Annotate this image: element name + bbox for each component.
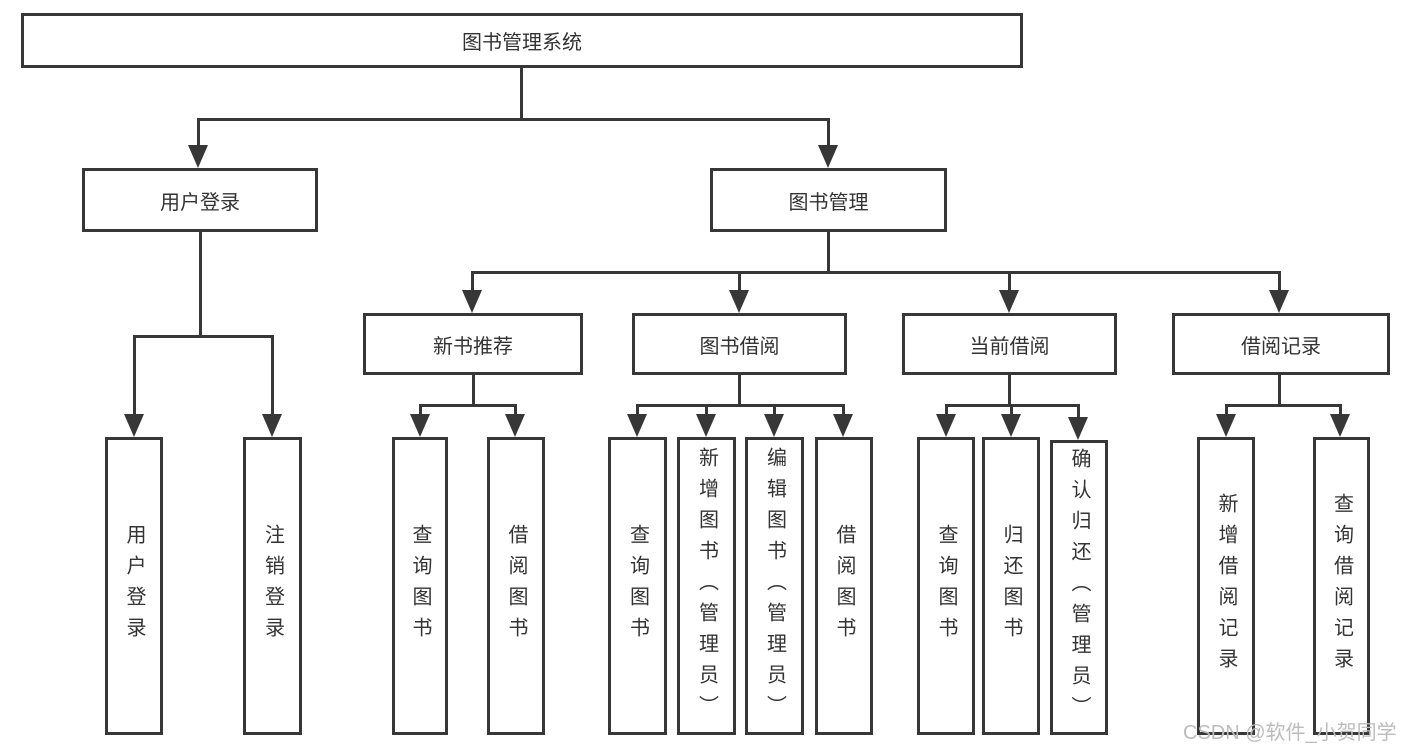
leaf-newbooks-borrow-label: 借阅图书 (505, 524, 527, 648)
node-root: 图书管理系统 (21, 13, 1023, 68)
leaf-user-login: 用户登录 (105, 437, 163, 735)
leaf-current-confirm-admin: 确认归还（管理员） (1050, 440, 1108, 735)
leaf-borrow-borrow-label: 借阅图书 (833, 524, 855, 648)
node-current-borrow: 当前借阅 (902, 313, 1117, 375)
connector-drop-br-query (1339, 404, 1342, 416)
node-book-borrow-label: 图书借阅 (699, 335, 780, 358)
connector-drop-br-add (1225, 404, 1228, 416)
node-new-books-label: 新书推荐 (433, 335, 513, 358)
leaf-borrow-edit-admin-label: 编辑图书（管理员） (763, 446, 786, 726)
leaf-borrow-borrow: 借阅图书 (815, 437, 873, 735)
connector-bookmgmt-stem (827, 232, 830, 274)
leaf-borrow-query: 查询图书 (608, 437, 667, 735)
leaf-current-query-label: 查询图书 (935, 524, 957, 648)
connector-root-stem (520, 68, 523, 121)
node-user-login-label: 用户登录 (160, 191, 240, 214)
node-root-label: 图书管理系统 (462, 32, 582, 54)
connector-drop-bb-query (636, 404, 639, 416)
arrowhead-borrow-records (1269, 290, 1289, 313)
leaf-borrow-query-label: 查询图书 (626, 524, 649, 648)
arrowhead-bb-query (627, 414, 647, 437)
leaf-borrow-add-admin: 新增图书（管理员） (677, 437, 736, 735)
connector-newbooks-stem (472, 375, 475, 407)
connector-level2-rail (197, 118, 830, 121)
leaf-borrow-add-admin-label: 新增图书（管理员） (695, 446, 718, 726)
arrowhead-current-borrow (999, 290, 1019, 313)
leaf-newbooks-query: 查询图书 (392, 437, 448, 735)
connector-currentborrow-stem (1008, 375, 1011, 407)
connector-borrowrecords-stem (1278, 375, 1281, 407)
arrowhead-new-books (462, 290, 482, 313)
connector-bookborrow-rail (636, 404, 845, 407)
connector-userlogin-rail (133, 335, 274, 338)
arrowhead-br-add (1216, 414, 1236, 437)
connector-drop-nb-query (419, 404, 422, 416)
connector-drop-user-login (197, 118, 200, 148)
leaf-newbooks-borrow: 借阅图书 (487, 437, 545, 735)
leaf-current-confirm-admin-label: 确认归还（管理员） (1068, 448, 1090, 727)
connector-drop-leaf-logout (271, 335, 274, 415)
node-new-books: 新书推荐 (363, 313, 583, 375)
leaf-current-query: 查询图书 (917, 437, 975, 735)
node-user-login: 用户登录 (82, 168, 318, 232)
arrowhead-cb-query (936, 414, 956, 437)
node-borrow-records: 借阅记录 (1172, 313, 1390, 375)
connector-drop-cb-return (1010, 404, 1013, 416)
connector-drop-nb-borrow (514, 404, 517, 416)
leaf-records-add: 新增借阅记录 (1197, 437, 1255, 735)
leaf-logout-label: 注销登录 (261, 524, 284, 648)
arrowhead-nb-borrow (505, 414, 525, 437)
leaf-current-return: 归还图书 (982, 437, 1040, 735)
node-current-borrow-label: 当前借阅 (969, 335, 1050, 358)
connector-drop-cb-confirm (1077, 404, 1080, 418)
leaf-records-query-label: 查询借阅记录 (1330, 493, 1353, 679)
leaf-records-add-label: 新增借阅记录 (1215, 493, 1237, 679)
connector-drop-bb-borrow (842, 404, 845, 416)
leaf-records-query: 查询借阅记录 (1313, 437, 1370, 735)
arrowhead-cb-confirm (1068, 417, 1088, 440)
node-book-management-label: 图书管理 (788, 191, 869, 214)
arrowhead-bb-add (696, 414, 716, 437)
connector-borrowrecords-rail (1225, 404, 1342, 407)
arrowhead-book-borrow (729, 290, 749, 313)
connector-drop-leaf-userlogin (133, 335, 136, 415)
arrowhead-book-management (818, 145, 838, 168)
leaf-logout: 注销登录 (243, 437, 302, 735)
connector-drop-book-borrow (738, 271, 741, 293)
leaf-newbooks-query-label: 查询图书 (409, 524, 431, 648)
arrowhead-leaf-userlogin (124, 414, 144, 437)
connector-drop-borrow-records (1278, 271, 1281, 293)
connector-bookborrow-stem (738, 375, 741, 407)
arrowhead-user-login (188, 145, 208, 168)
connector-userlogin-stem (199, 232, 202, 338)
leaf-user-login-label: 用户登录 (123, 524, 145, 648)
connector-drop-current-borrow (1008, 271, 1011, 293)
connector-drop-bb-add (705, 404, 708, 416)
leaf-borrow-edit-admin: 编辑图书（管理员） (745, 437, 804, 735)
arrowhead-cb-return (1001, 414, 1021, 437)
connector-drop-new-books (471, 271, 474, 293)
connector-drop-cb-query (945, 404, 948, 416)
arrowhead-bb-borrow (833, 414, 853, 437)
watermark: CSDN @软件_小贺同学 (1183, 722, 1397, 744)
arrowhead-nb-query (410, 414, 430, 437)
connector-level3-rail (471, 271, 1281, 274)
connector-drop-book-management (827, 118, 830, 148)
arrowhead-bb-edit (764, 414, 784, 437)
leaf-current-return-label: 归还图书 (1000, 524, 1022, 648)
arrowhead-br-query (1330, 414, 1350, 437)
connector-drop-bb-edit (773, 404, 776, 416)
connector-newbooks-rail (419, 404, 517, 407)
arrowhead-leaf-logout (262, 414, 282, 437)
node-book-borrow: 图书借阅 (632, 313, 847, 375)
node-borrow-records-label: 借阅记录 (1241, 335, 1321, 358)
node-book-management: 图书管理 (710, 168, 947, 232)
